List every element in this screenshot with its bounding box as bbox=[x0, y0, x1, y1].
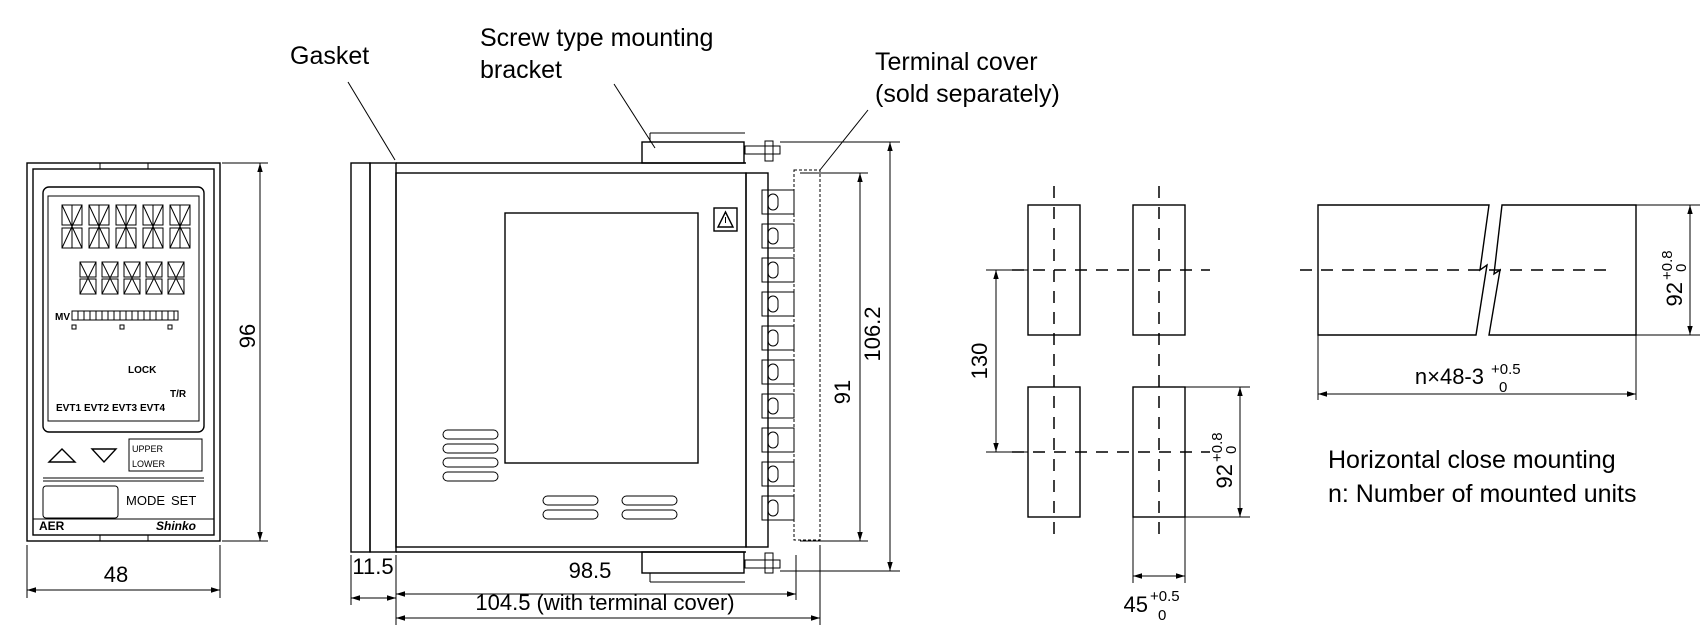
close-height-tol-lower: 0 bbox=[1673, 264, 1690, 272]
brand-logo: Shinko bbox=[156, 519, 196, 533]
front-bottom-clip bbox=[99, 534, 149, 542]
terminal-screws bbox=[761, 189, 795, 521]
pitch-dim: 130 bbox=[967, 343, 992, 380]
terminal-cover-outline bbox=[793, 169, 821, 541]
close-height-dim: 92 bbox=[1662, 282, 1687, 306]
evt3-label: EVT3 bbox=[112, 403, 137, 414]
pv-display bbox=[61, 204, 191, 249]
evt4-label: EVT4 bbox=[140, 403, 165, 414]
cutout-width-tol-lower: 0 bbox=[1158, 607, 1166, 624]
top-bracket bbox=[641, 141, 745, 164]
total-depth-dim: 104.5 (with terminal cover) bbox=[475, 590, 734, 615]
gasket-dim: 11.5 bbox=[352, 554, 393, 579]
panel-cutout-view: 130 92 +0.8 0 45 +0.5 0 bbox=[967, 186, 1250, 624]
evt2-label: EVT2 bbox=[84, 403, 109, 414]
terminal-cover-callout-line2: (sold separately) bbox=[875, 80, 1060, 108]
front-height-dim: 96 bbox=[235, 324, 260, 348]
side-gasket bbox=[369, 162, 397, 553]
depth-dim: 98.5 bbox=[569, 558, 612, 583]
close-width-tol-upper: +0.5 bbox=[1491, 361, 1521, 378]
terminal-cover-callout-line1: Terminal cover bbox=[875, 48, 1038, 76]
front-blank-key[interactable] bbox=[42, 485, 119, 519]
cutout-height-dim: 92 bbox=[1212, 464, 1237, 488]
side-label-plate bbox=[504, 212, 699, 464]
set-key-label[interactable]: SET bbox=[171, 493, 196, 508]
cutout-width-tol-upper: +0.5 bbox=[1150, 588, 1180, 605]
side-view: 11.5 98.5 104.5 (with terminal cover) 91… bbox=[350, 132, 900, 625]
close-height-tol-upper: +0.8 bbox=[1659, 250, 1676, 280]
outer-height-dim: 106.2 bbox=[860, 306, 885, 361]
evt1-label: EVT1 bbox=[56, 403, 81, 414]
cutout-height-tol-upper: +0.8 bbox=[1209, 432, 1226, 462]
gasket-leader-line bbox=[347, 81, 396, 161]
close-mounting-note-line2: n: Number of mounted units bbox=[1328, 480, 1637, 508]
lock-label: LOCK bbox=[128, 365, 157, 376]
inner-height-dim: 91 bbox=[830, 380, 855, 404]
side-housing bbox=[395, 172, 747, 548]
front-width-dim: 48 bbox=[104, 562, 128, 587]
lower-label: LOWER bbox=[132, 459, 166, 469]
close-mounting-view: 92 +0.8 0 n×48-3 +0.5 0 Horizontal close… bbox=[1300, 204, 1700, 508]
model-label: AER bbox=[39, 519, 65, 533]
bracket-callout-line2: bracket bbox=[480, 56, 562, 84]
bottom-bracket bbox=[641, 551, 745, 574]
front-top-clip bbox=[99, 162, 149, 170]
down-arrow-icon[interactable] bbox=[90, 448, 118, 464]
upper-lower-box bbox=[128, 438, 203, 472]
gasket-callout: Gasket bbox=[290, 42, 369, 70]
warning-icon bbox=[713, 207, 738, 232]
cutout-width-dim: 45 bbox=[1124, 592, 1148, 617]
front-display-window bbox=[42, 186, 205, 433]
bracket-callout-line1: Screw type mounting bbox=[480, 24, 713, 52]
mode-key-label[interactable]: MODE bbox=[126, 493, 165, 508]
tr-label: T/R bbox=[170, 389, 187, 400]
mv-bargraph bbox=[71, 310, 179, 321]
front-inner-bezel bbox=[32, 168, 215, 536]
front-outer-bezel bbox=[26, 162, 221, 542]
up-arrow-icon[interactable] bbox=[47, 448, 77, 463]
side-front-bezel bbox=[350, 162, 371, 553]
vent-slot bbox=[442, 429, 499, 440]
close-width-tol-lower: 0 bbox=[1499, 379, 1507, 396]
terminal-cover-leader-line bbox=[819, 109, 869, 171]
mv-label: MV bbox=[55, 312, 70, 323]
close-mounting-note-line1: Horizontal close mounting bbox=[1328, 446, 1616, 474]
front-view: MV LOCK T/R EVT1 EVT2 EVT3 EVT4 UPPER LO… bbox=[26, 162, 268, 598]
bracket-leader-line bbox=[613, 83, 656, 149]
cutout-height-tol-lower: 0 bbox=[1223, 446, 1240, 454]
upper-label: UPPER bbox=[132, 444, 164, 454]
front-display-area bbox=[47, 195, 200, 422]
close-width-dim: n×48-3 bbox=[1415, 364, 1484, 389]
sv-display bbox=[79, 261, 185, 295]
